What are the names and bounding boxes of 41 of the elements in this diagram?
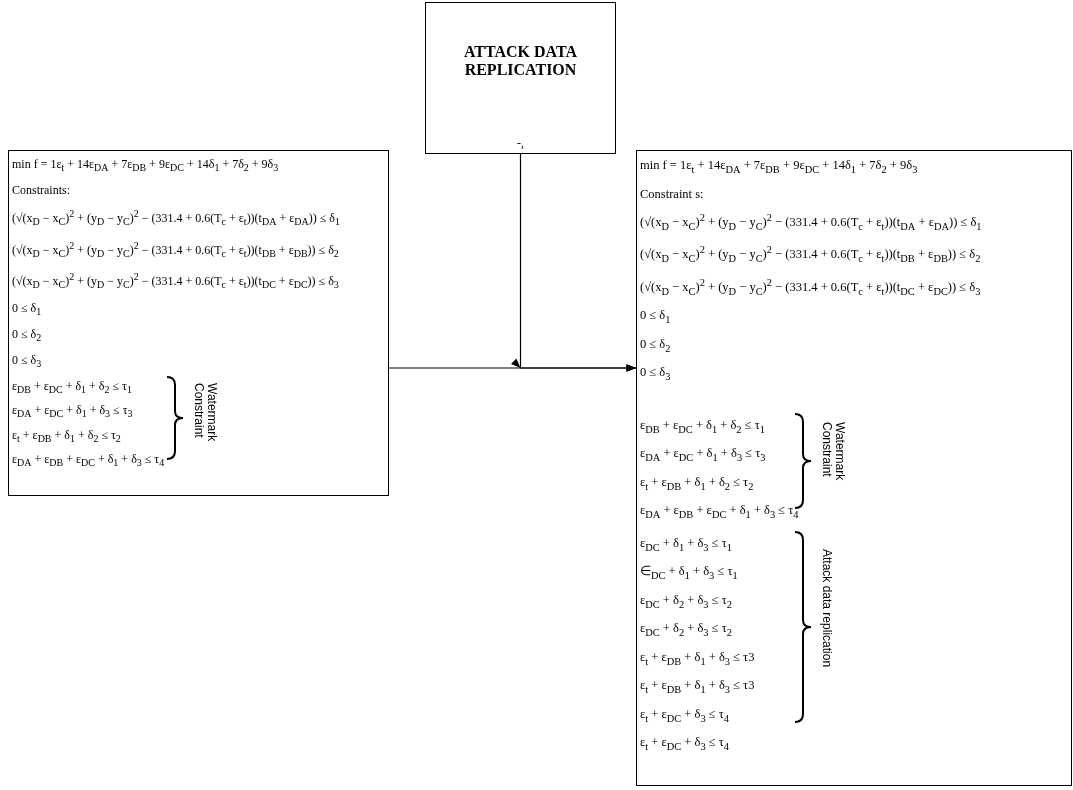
formula-box	[636, 150, 1072, 786]
bracket-label: Watermark Constraint	[820, 421, 846, 483]
equation-text: ε$_{t}$ + ε$_{DB}$ + δ$_{1}$ + δ$_{2}$ ≤ τ$_{2}$	[12, 426, 121, 446]
equation-text: (√(x$_{D}$ − x$_{C}$)$^{2}$ + (y$_{D}$ − y$_{C}$)$^{2}$ − (331.4 + 0.6(T$_{c}$ + ε$_{t}$))(t$_{DB}$ + ε$_{DB}$)) ≤ δ$_{2}$	[12, 238, 339, 262]
equation-text: ε$_{DA}$ + ε$_{DB}$ + ε$_{DC}$ + δ$_{1}$ + δ$_{3}$ ≤ τ$_{4}$	[12, 450, 165, 471]
equation-text: 0 ≤ δ$_{3}$	[12, 352, 42, 372]
equation-text: Constraint s:	[640, 185, 704, 203]
bracket-label: Watermark Constraint	[192, 382, 218, 443]
equation-text: Constraints:	[12, 182, 70, 200]
equation-text: ε$_{DC}$ + δ$_{2}$ + δ$_{3}$ ≤ τ$_{2}$	[640, 591, 732, 612]
equation-text: 0 ≤ δ$_{1}$	[640, 307, 671, 327]
equation-text: (√(x$_{D}$ − x$_{C}$)$^{2}$ + (y$_{D}$ − y$_{C}$)$^{2}$ − (331.4 + 0.6(T$_{c}$ + ε$_{t}$))(t$_{DC}$ + ε$_{DC}$)) ≤ δ$_{3}$	[640, 275, 981, 299]
equation-text: ∈$_{DC}$ + δ$_{1}$ + δ$_{3}$ ≤ τ$_{1}$	[640, 563, 738, 583]
equation-text: (√(x$_{D}$ − x$_{C}$)$^{2}$ + (y$_{D}$ − y$_{C}$)$^{2}$ − (331.4 + 0.6(T$_{c}$ + ε$_{t}$))(t$_{DB}$ + ε$_{DB}$)) ≤ δ$_{2}$	[640, 243, 981, 266]
equation-text: ε$_{t}$ + ε$_{DB}$ + δ$_{1}$ + δ$_{3}$ ≤ τ3	[640, 677, 755, 697]
equation-text: ε$_{t}$ + ε$_{DC}$ + δ$_{3}$ ≤ τ$_{4}$	[640, 705, 729, 726]
box-note: -,	[517, 136, 524, 151]
equation-text: ε$_{DB}$ + ε$_{DC}$ + δ$_{1}$ + δ$_{2}$ ≤ τ$_{1}$	[12, 377, 132, 398]
equation-text: ε$_{t}$ + ε$_{DC}$ + δ$_{3}$ ≤ τ$_{4}$	[640, 734, 729, 754]
box-title: ATTACK DATA REPLICATION	[462, 43, 578, 79]
equation-text: 0 ≤ δ$_{2}$	[640, 335, 671, 356]
process-box	[425, 2, 616, 154]
equation-text: ε$_{t}$ + ε$_{DB}$ + δ$_{1}$ + δ$_{3}$ ≤ τ3	[640, 648, 755, 669]
equation-text: ε$_{DC}$ + δ$_{2}$ + δ$_{3}$ ≤ τ$_{2}$	[640, 620, 732, 640]
equation-text: ε$_{DA}$ + ε$_{DC}$ + δ$_{1}$ + δ$_{3}$ ≤ τ$_{3}$	[12, 402, 133, 422]
equation-text: ε$_{DC}$ + δ$_{1}$ + δ$_{3}$ ≤ τ$_{1}$	[640, 534, 732, 555]
equation-text: ε$_{DB}$ + ε$_{DC}$ + δ$_{1}$ + δ$_{2}$ ≤ τ$_{1}$	[640, 416, 765, 437]
equation-text: min f = 1ε$_{t}$ + 14ε$_{DA}$ + 7ε$_{DB}$ + 9ε$_{DC}$ + 14δ$_{1}$ + 7δ$_{2}$ + 9δ$_{3}$	[12, 156, 279, 176]
equation-text: ε$_{DA}$ + ε$_{DC}$ + δ$_{1}$ + δ$_{3}$ ≤ τ$_{3}$	[640, 445, 766, 465]
equation-text: 0 ≤ δ$_{2}$	[12, 325, 42, 346]
equation-text: ε$_{DA}$ + ε$_{DB}$ + ε$_{DC}$ + δ$_{1}$ + δ$_{3}$ ≤ τ$_{4}$	[640, 502, 799, 522]
bracket-label: Attack data replication	[820, 548, 833, 670]
equation-text: (√(x$_{D}$ − x$_{C}$)$^{2}$ + (y$_{D}$ − y$_{C}$)$^{2}$ − (331.4 + 0.6(T$_{c}$ + ε$_{t}$))(t$_{DA}$ + ε$_{DA}$)) ≤ δ$_{1}$	[640, 210, 982, 234]
equation-text: 0 ≤ δ$_{3}$	[640, 364, 671, 384]
equation-text: ε$_{t}$ + ε$_{DB}$ + δ$_{1}$ + δ$_{2}$ ≤ τ$_{2}$	[640, 473, 754, 494]
equation-text: 0 ≤ δ$_{1}$	[12, 299, 42, 319]
formula-box	[8, 150, 389, 496]
arrow	[511, 153, 637, 372]
equation-text: min f = 1ε$_{t}$ + 14ε$_{DA}$ + 7ε$_{DB}$ + 9ε$_{DC}$ + 14δ$_{1}$ + 7δ$_{2}$ + 9δ$_{3}$	[640, 157, 918, 177]
equation-text: (√(x$_{D}$ − x$_{C}$)$^{2}$ + (y$_{D}$ − y$_{C}$)$^{2}$ − (331.4 + 0.6(T$_{c}$ + ε$_{t}$))(t$_{DA}$ + ε$_{DA}$)) ≤ δ$_{1}$	[12, 207, 340, 230]
equation-text: (√(x$_{D}$ − x$_{C}$)$^{2}$ + (y$_{D}$ − y$_{C}$)$^{2}$ − (331.4 + 0.6(T$_{c}$ + ε$_{t}$))(t$_{DC}$ + ε$_{DC}$)) ≤ δ$_{3}$	[12, 270, 339, 293]
